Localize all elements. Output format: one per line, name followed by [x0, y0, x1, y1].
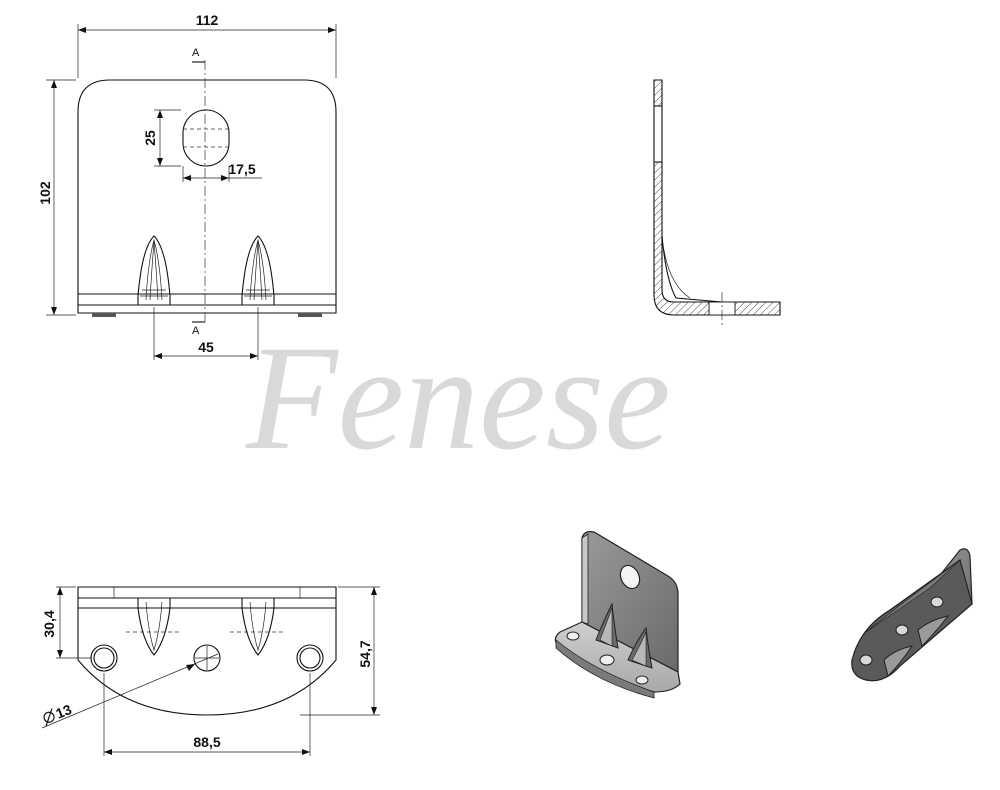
isometric-view-front	[554, 531, 681, 699]
diameter-icon	[43, 711, 55, 723]
base-outline	[77, 586, 337, 716]
slot-hole	[182, 109, 230, 167]
dim-spike-spacing: 45	[198, 339, 214, 355]
plate-outline	[77, 79, 337, 314]
section-view	[652, 79, 781, 325]
spike-top-right	[230, 597, 286, 656]
dim-flange-depth: 30,4	[41, 610, 57, 637]
foot-right	[298, 313, 322, 317]
foot-left	[92, 313, 116, 317]
dim-slot-width: 17,5	[228, 161, 255, 177]
watermark-text: Fenese	[245, 315, 671, 481]
dim-width: 112	[196, 12, 219, 28]
dim-hole-spacing: 88,5	[193, 734, 220, 750]
spike-right	[241, 235, 275, 305]
hole-center	[193, 644, 221, 672]
dim-slot-length: 25	[142, 130, 158, 146]
section-spike	[661, 235, 723, 303]
dim-height: 102	[37, 181, 53, 205]
dim-base-depth: 54,7	[357, 640, 373, 667]
section-label-bottom: A	[192, 325, 200, 337]
section-label-top: A	[192, 47, 200, 59]
section-profile	[653, 79, 781, 316]
dim-hole-diameter: 13	[53, 701, 74, 722]
hole-right	[296, 644, 324, 672]
spike-left	[137, 235, 171, 305]
front-view: A A 112 102	[37, 12, 337, 360]
isometric-view-rear	[851, 548, 973, 682]
hole-left	[90, 644, 118, 672]
spike-top-left	[126, 597, 182, 656]
top-view: 30,4 54,7 13 88,5	[41, 586, 380, 756]
